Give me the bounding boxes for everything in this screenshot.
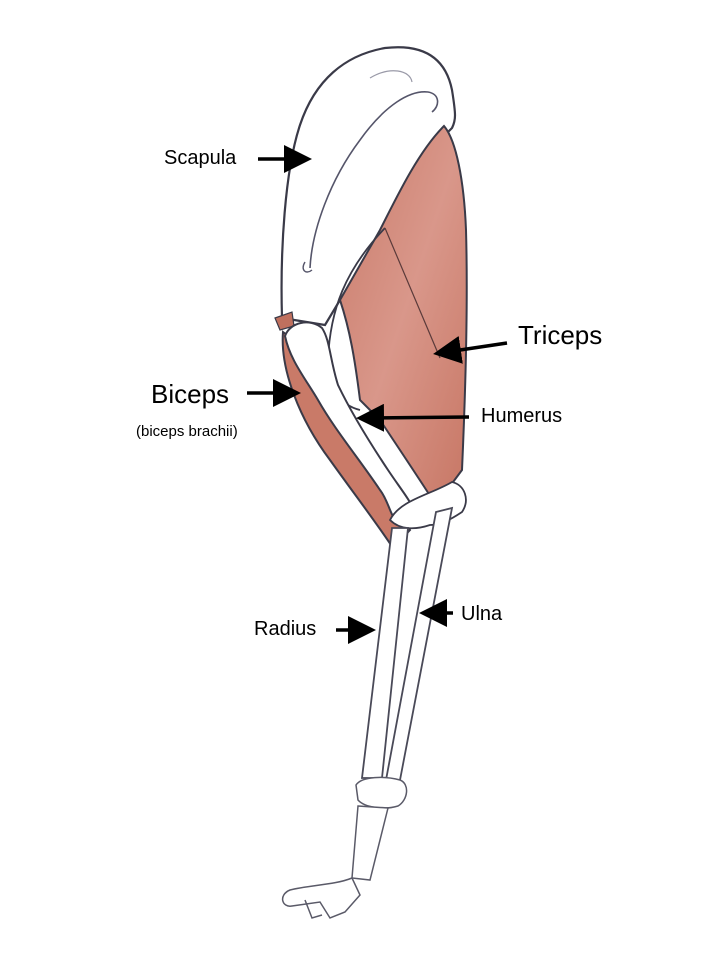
- label-arrows: [247, 145, 508, 644]
- label-scapula: Scapula: [164, 147, 237, 169]
- paw-bones: [281, 776, 408, 919]
- scapula-bone: [280, 46, 457, 327]
- label-humerus: Humerus: [481, 405, 563, 427]
- label-radius: Radius: [254, 618, 317, 640]
- label-biceps: Biceps: [151, 379, 230, 409]
- label-triceps: Triceps: [518, 320, 603, 350]
- label-ulna: Ulna: [461, 603, 503, 625]
- arrow-humerus: [356, 403, 470, 432]
- label-biceps-brachii: (biceps brachii): [136, 423, 238, 440]
- arrow-triceps: [433, 336, 508, 364]
